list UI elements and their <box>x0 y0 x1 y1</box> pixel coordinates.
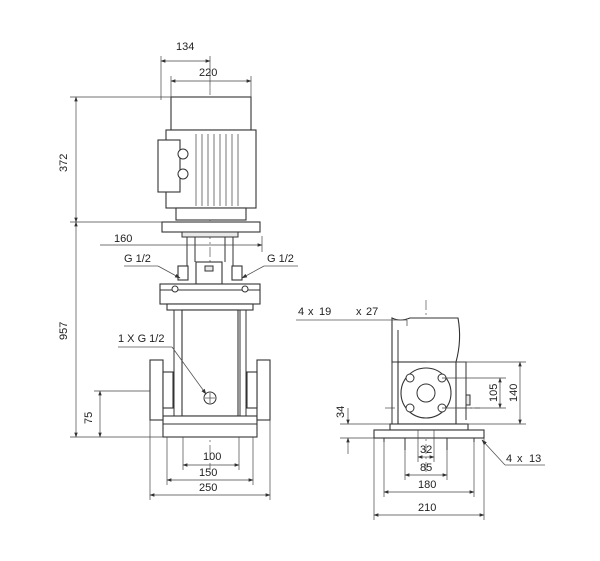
foot-holes-x: x <box>517 453 523 465</box>
pump-head <box>159 283 261 311</box>
holes-dia2: 27 <box>366 306 378 318</box>
holes-dia1: 19 <box>319 306 331 318</box>
gauge-left-label: G 1/2 <box>124 253 151 265</box>
dim-75: 75 <box>83 412 95 424</box>
motor <box>157 96 257 221</box>
dim-250: 250 <box>199 482 217 494</box>
foot-holes-count: 4 <box>506 453 512 465</box>
dim-85: 85 <box>420 462 432 474</box>
dim-100: 100 <box>203 451 221 463</box>
pump-sleeve <box>173 309 247 420</box>
pump-base <box>149 359 271 438</box>
foot-holes-dia: 13 <box>529 453 541 465</box>
dim-180: 180 <box>418 479 436 491</box>
front-view: 134 220 372 160 G 1/2 G 1/2 957 1 X G 1/… <box>58 41 298 500</box>
drain-label: 1 X G 1/2 <box>118 333 164 345</box>
dim-150: 150 <box>199 467 217 479</box>
dim-134: 134 <box>176 41 194 53</box>
holes-count: 4 <box>298 306 304 318</box>
dim-372: 372 <box>58 154 70 172</box>
dim-34: 34 <box>335 406 347 418</box>
side-flange <box>397 361 471 425</box>
dim-105: 105 <box>488 384 500 402</box>
side-view: 4 x 19 x 27 105 140 34 32 85 180 <box>296 300 545 520</box>
motor-stool <box>161 221 261 285</box>
side-base <box>373 423 485 450</box>
holes-x1: x <box>308 306 314 318</box>
dim-32: 32 <box>420 444 432 456</box>
dim-210: 210 <box>418 502 436 514</box>
dim-957: 957 <box>58 322 70 340</box>
gauge-right-label: G 1/2 <box>267 253 294 265</box>
dim-140: 140 <box>508 384 520 402</box>
holes-x2: x <box>356 306 362 318</box>
dim-160: 160 <box>114 233 132 245</box>
dim-220: 220 <box>199 67 217 79</box>
